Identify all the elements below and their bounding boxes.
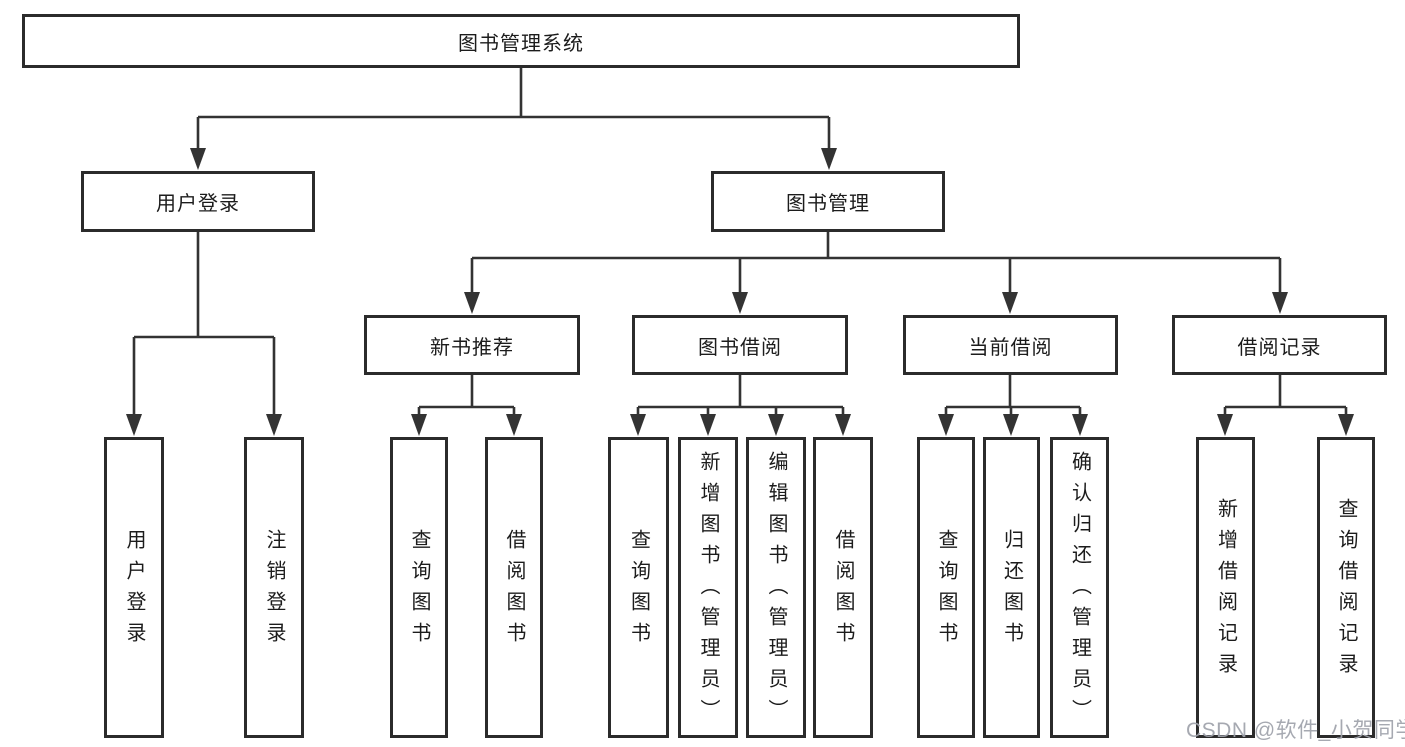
node-book-management: 图书管理 — [711, 171, 945, 232]
node-leaf-query-books-1: 查询图书 — [390, 437, 448, 738]
node-leaf-confirm-return-admin: 确认归还（管理员） — [1050, 437, 1109, 738]
node-leaf-logout: 注销登录 — [244, 437, 304, 738]
node-leaf-query-books-2: 查询图书 — [608, 437, 669, 738]
node-book-management-system: 图书管理系统 — [22, 14, 1020, 68]
node-borrowing-records: 借阅记录 — [1172, 315, 1387, 375]
node-leaf-query-books-3: 查询图书 — [917, 437, 975, 738]
node-leaf-borrow-books-2: 借阅图书 — [813, 437, 873, 738]
csdn-watermark: CSDN @软件_小贺同学 — [1186, 719, 1405, 742]
node-leaf-user-login: 用户登录 — [104, 437, 164, 738]
node-leaf-query-borrow-record: 查询借阅记录 — [1317, 437, 1375, 738]
node-leaf-borrow-books-1: 借阅图书 — [485, 437, 543, 738]
node-current-borrowing: 当前借阅 — [903, 315, 1118, 375]
node-leaf-return-books: 归还图书 — [983, 437, 1040, 738]
node-user-login: 用户登录 — [81, 171, 315, 232]
node-leaf-edit-books-admin: 编辑图书（管理员） — [746, 437, 806, 738]
node-leaf-add-books-admin: 新增图书（管理员） — [678, 437, 738, 738]
node-leaf-add-borrow-record: 新增借阅记录 — [1196, 437, 1255, 738]
node-book-borrowing: 图书借阅 — [632, 315, 848, 375]
node-new-book-recommendation: 新书推荐 — [364, 315, 580, 375]
